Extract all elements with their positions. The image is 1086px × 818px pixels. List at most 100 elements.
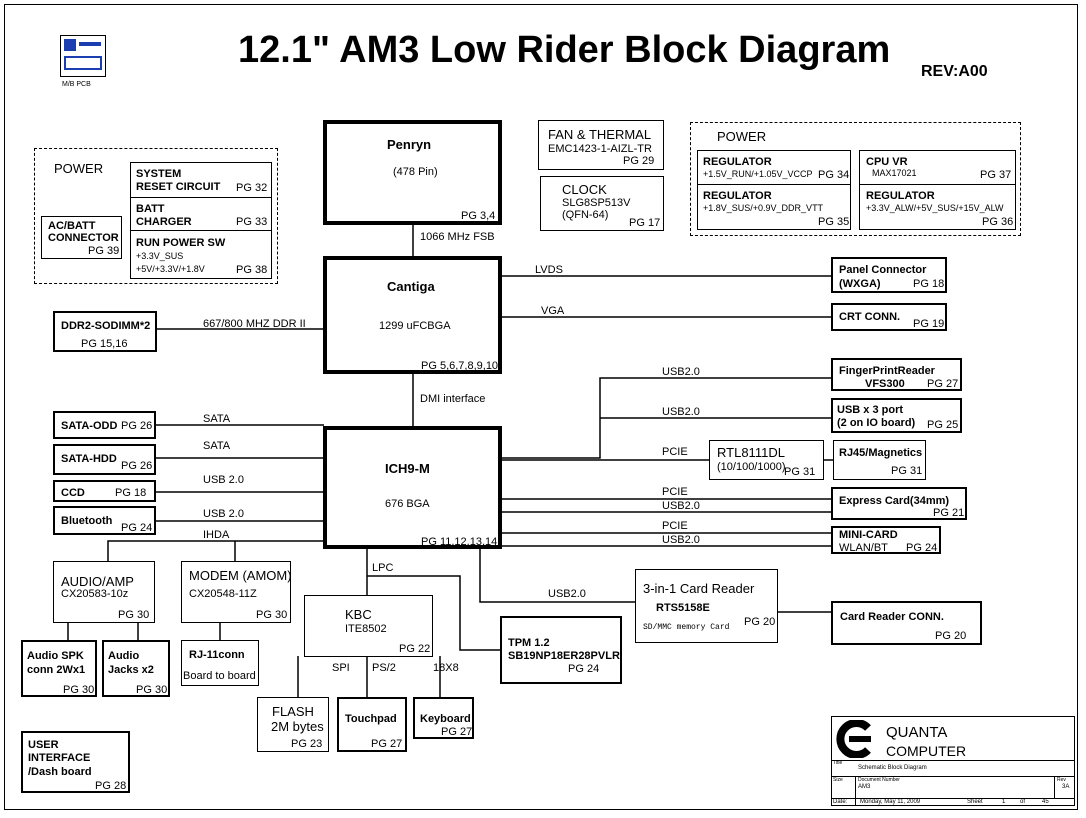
audio-speaker-conn-block: Audio SPK conn 2Wx1 PG 30 (21, 640, 97, 697)
fsb-label: 1066 MHz FSB (420, 231, 495, 243)
reg1-page: PG 34 (818, 169, 850, 181)
power-right-group (690, 122, 1021, 236)
reg1-title: REGULATOR (703, 156, 772, 168)
card-reader-media: SD/MMC memory Card (643, 623, 730, 632)
rj45-page: PG 31 (891, 465, 923, 477)
crt-connector-block: CRT CONN. PG 19 (831, 303, 947, 331)
runpower-page: PG 38 (236, 264, 268, 276)
express-page: PG 21 (933, 507, 965, 519)
finger-part: VFS300 (865, 378, 905, 390)
acbatt-page: PG 39 (88, 245, 120, 257)
clock-part: SLG8SP513V (562, 197, 631, 209)
jacks-title: Audio (108, 650, 140, 662)
fan-part: EMC1423-1-AIZL-TR (548, 143, 652, 155)
modem-part: CX20548-11Z (189, 588, 257, 600)
pcb-logo (60, 35, 106, 77)
flash-block: FLASH 2M bytes PG 23 (257, 697, 329, 752)
lan-page: PG 31 (784, 466, 816, 478)
ccd-block: CCD PG 18 (53, 480, 156, 502)
sata-hdd-page: PG 26 (121, 460, 153, 472)
sata-hdd-block: SATA-HDD PG 26 (53, 444, 156, 475)
of-value: 45 (1042, 799, 1049, 805)
ddr-bus-label: 667/800 MHZ DDR II (203, 318, 306, 330)
fingerprint-reader-block: FingerPrintReader VFS300 PG 27 (831, 358, 962, 391)
lan-title: RTL8111DL (717, 445, 785, 460)
pcie-lan-label: PCIE (662, 446, 688, 458)
power-left-label: POWER (54, 161, 104, 176)
audio-jacks-block: Audio Jacks x2 PG 30 (102, 640, 170, 697)
vga-label: VGA (541, 305, 565, 317)
usb-ports-title: USB x 3 port (837, 404, 904, 416)
runpower-l1: RUN POWER SW (136, 237, 226, 249)
power-left-group (34, 148, 278, 284)
dmi-label: DMI interface (420, 393, 486, 405)
ccd-title: CCD (61, 487, 85, 499)
cpu-penryn-block: Penryn (478 Pin) PG 3,4 (323, 120, 502, 225)
ps2-label: PS/2 (372, 662, 396, 674)
modem-title: MODEM (AMOM) (189, 568, 292, 583)
power-right-label: POWER (717, 129, 767, 144)
audio-part: CX20583-10z (61, 588, 129, 600)
ihda-label: IHDA (203, 529, 230, 541)
northbridge-cantiga-block: Cantiga 1299 uFCBGA PG 5,6,7,8,9,10 (323, 256, 502, 374)
reg3-rails: +3.3V_ALW/+5V_SUS/+15V_ALW (866, 203, 1004, 213)
batt-l1: BATT (136, 203, 165, 215)
runpower-l2: +3.3V_SUS (136, 251, 184, 261)
touchpad-title: Touchpad (345, 713, 397, 725)
express-title: Express Card(34mm) (839, 495, 950, 507)
rev-value: 3A (1062, 784, 1070, 790)
nb-page: PG 5,6,7,8,9,10 (421, 360, 499, 372)
ddr-title: DDR2-SODIMM*2 (61, 320, 151, 332)
pcie-exp-label: PCIE (662, 486, 688, 498)
clock-title: CLOCK (562, 182, 607, 197)
card-reader-title: 3-in-1 Card Reader (643, 581, 755, 596)
sb-page: PG 11,12,13,14 (421, 536, 498, 548)
date-value: Monday, May 11, 2009 (860, 799, 921, 805)
batt-page: PG 33 (236, 216, 268, 228)
sata-hdd-title: SATA-HDD (61, 453, 117, 465)
bt-title: Bluetooth (61, 515, 113, 527)
rj11-title: RJ-11conn (189, 649, 245, 661)
date-label: Date: (833, 799, 848, 805)
reg3-page: PG 36 (982, 216, 1014, 228)
userif-l3: /Dash board (28, 766, 92, 778)
title-label: Title (833, 760, 843, 766)
finger-page: PG 27 (927, 378, 959, 390)
spi-label: SPI (332, 662, 350, 674)
card-reader-page: PG 20 (744, 616, 776, 628)
rj45-title: RJ45/Magnetics (839, 447, 923, 459)
usb-fp-label: USB2.0 (662, 366, 700, 378)
power-left-stack (130, 162, 272, 279)
sheet-value: 1 (1002, 799, 1006, 805)
reg1-rails: +1.5V_RUN/+1.05V_VCCP (703, 169, 813, 179)
reg2-page: PG 35 (818, 216, 850, 228)
company-name-1: QUANTA (886, 724, 948, 741)
sysreset-l2: RESET CIRCUIT (136, 181, 221, 193)
pcie-mini-label: PCIE (662, 520, 688, 532)
keyboard-page: PG 27 (441, 726, 473, 738)
lpc-label: LPC (372, 562, 394, 574)
cpu-name: Penryn (387, 137, 432, 152)
usb-mini-label: USB2.0 (662, 534, 700, 546)
tpm-part: SB19NP18ER28PVLR (508, 650, 620, 662)
southbridge-ich9m-block: ICH9-M 676 BGA PG 11,12,13,14 (323, 426, 502, 549)
tpm-page: PG 24 (568, 663, 600, 675)
title-value: Schematic Block Diagram (858, 765, 927, 771)
kbc-page: PG 22 (399, 643, 431, 655)
acbatt-connector-block: AC/BATT CONNECTOR PG 39 (41, 216, 122, 259)
lan-speed: (10/100/1000) (717, 461, 786, 473)
rj11-block: RJ-11conn Board to board (181, 640, 259, 686)
clock-page: PG 17 (629, 217, 661, 229)
kbc-title: KBC (345, 607, 372, 622)
crt-title: CRT CONN. (839, 311, 901, 323)
reg2-title: REGULATOR (703, 190, 772, 202)
ddr-page: PG 15,16 (81, 338, 128, 350)
userif-l1: USER (28, 739, 59, 751)
tpm-title: TPM 1.2 (508, 637, 550, 649)
reg3-title: REGULATOR (866, 190, 935, 202)
revision: REV:A00 (921, 63, 988, 80)
ccd-page: PG 18 (115, 487, 147, 499)
quanta-logo-icon (835, 719, 873, 759)
sata2-label: SATA (203, 440, 231, 452)
sata1-label: SATA (203, 413, 231, 425)
